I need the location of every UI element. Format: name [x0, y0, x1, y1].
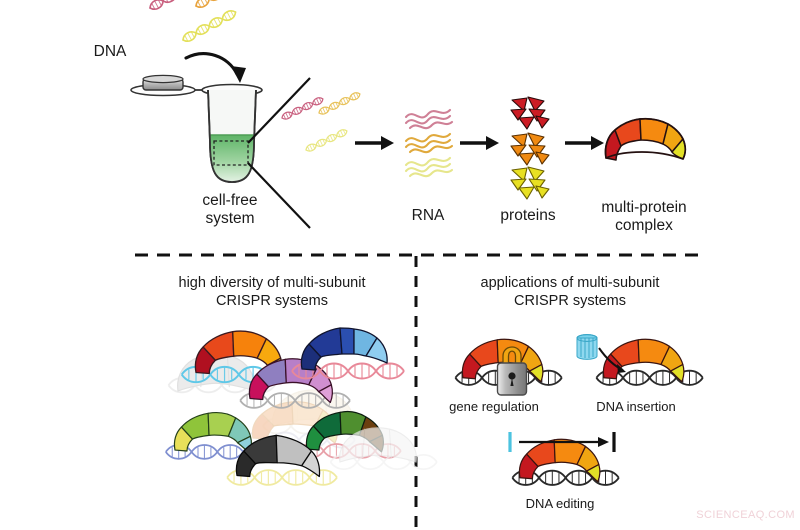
watermark: SCIENCEAQ.COM: [696, 509, 795, 521]
dna-editing-label: DNA editing: [526, 496, 595, 511]
dna-strand-yellow: [180, 7, 239, 45]
rna-strands: [404, 108, 454, 178]
applications-panel: applications of multi-subunit CRISPR sys…: [449, 275, 704, 511]
proteins-label: proteins: [500, 207, 555, 224]
protein-cluster-orange: [510, 132, 550, 166]
complex-magenta: [239, 358, 351, 409]
cell-free-tube: [130, 74, 263, 183]
rna-strand-pink: [404, 108, 454, 130]
insertion-arrow: [598, 347, 626, 373]
complex-label-line1: multi-protein: [601, 199, 686, 216]
protein-cluster-yellow: [510, 166, 550, 200]
edit-direction-arrow: [519, 437, 609, 447]
rna-strand-yellow: [404, 156, 454, 178]
gene-regulation-label: gene regulation: [449, 399, 539, 414]
dna-strands-magnified: [280, 90, 362, 154]
diversity-heading-line1: high diversity of multi-subunit: [179, 275, 366, 291]
application-gene-regulation: gene regulation: [449, 338, 563, 414]
complex-black-gray: [226, 434, 338, 486]
rna-strand-orange: [404, 132, 454, 154]
dna-strand-orange: [317, 90, 362, 117]
dna-strand-orange: [193, 0, 226, 11]
arrow-dna-to-rna: [355, 136, 394, 150]
complex-blue: [291, 327, 405, 380]
protein-clusters: [510, 96, 550, 200]
complex-label-line2: complex: [615, 217, 673, 234]
padlock-icon: [496, 346, 528, 396]
cell-free-system-label-line2: system: [205, 210, 254, 227]
magnifier-leader-lines: [247, 77, 311, 229]
dna-into-tube-arrow: [184, 52, 246, 83]
multi-protein-complex: [604, 117, 687, 161]
rna-label: RNA: [412, 207, 445, 224]
application-dna-insertion: DNA insertion: [576, 334, 704, 414]
diversity-heading-line2: CRISPR systems: [216, 293, 328, 309]
protein-cluster-red: [510, 96, 550, 130]
arrow-rna-to-proteins: [460, 136, 499, 150]
dna-insertion-label: DNA insertion: [596, 399, 675, 414]
applications-heading-line2: CRISPR systems: [514, 293, 626, 309]
dna-strand-pink: [147, 0, 180, 13]
dna-strand-yellow: [304, 127, 349, 154]
arrow-proteins-to-complex: [565, 136, 604, 150]
dna-strand-pink: [280, 95, 325, 122]
tube-zoom-region: [213, 140, 249, 166]
complex-ghost-white: [329, 427, 438, 471]
complex-green-teal: [164, 411, 270, 460]
applications-heading-line1: applications of multi-subunit: [481, 275, 660, 291]
application-dna-editing: DNA editing: [508, 432, 620, 511]
cell-free-system-label-line1: cell-free: [202, 192, 257, 209]
top-workflow-section: DNA cel: [94, 0, 687, 234]
diversity-panel: high diversity of multi-subunit CRISPR s…: [164, 275, 438, 486]
cargo-cylinder-icon: [576, 334, 598, 360]
dna-label: DNA: [94, 43, 127, 60]
dna-input-strands: [147, 0, 239, 45]
